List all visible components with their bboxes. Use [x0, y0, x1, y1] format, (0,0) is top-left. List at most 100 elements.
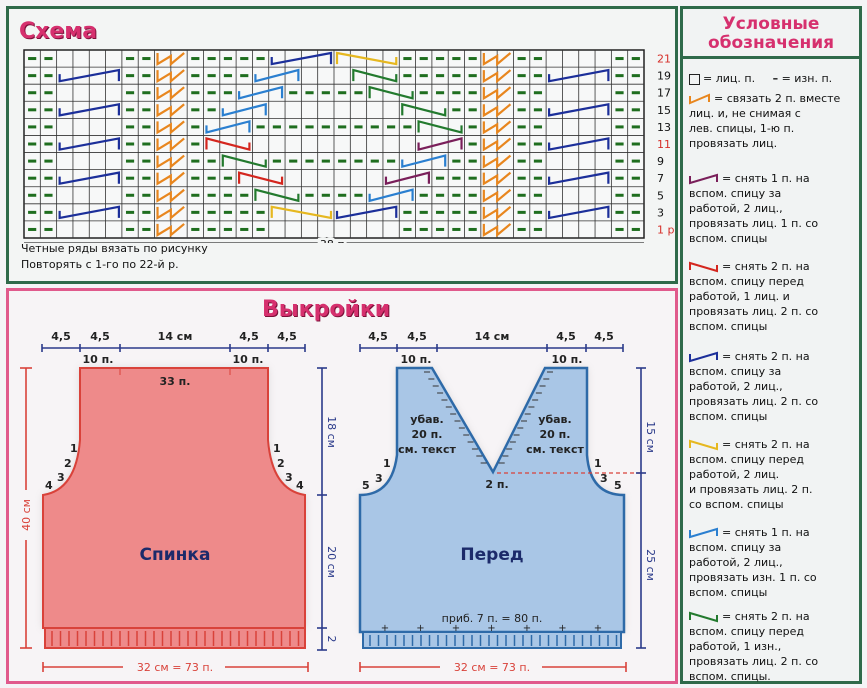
front-bottom-dimension	[359, 662, 627, 672]
purl-stitch	[468, 91, 477, 95]
purl-stitch	[142, 108, 151, 112]
purl-stitch	[44, 142, 53, 146]
cable-symbol-icon	[689, 439, 718, 451]
purl-stitch	[631, 159, 640, 163]
purl-stitch	[191, 91, 200, 95]
purl-stitch	[435, 57, 445, 61]
back-shoulder-right: 10 п.	[233, 353, 264, 366]
purl-stitch	[419, 227, 428, 231]
purl-dash-icon: –	[772, 72, 779, 85]
legend-knit-text: = лиц. п.	[703, 72, 756, 85]
cable-symbol	[482, 154, 512, 169]
back-neck: 33 п.	[160, 375, 191, 388]
purl-stitch	[533, 57, 543, 61]
purl-stitch	[517, 142, 526, 146]
row-label: 19	[657, 70, 671, 83]
purl-stitch	[533, 108, 543, 112]
legend-item: = связать 2 п. вместе лиц. и, не снимая …	[689, 91, 857, 151]
purl-stitch	[44, 227, 53, 231]
legend-title: Условные обозначения	[683, 9, 859, 59]
back-bottom-dimension	[42, 662, 309, 672]
purl-stitch	[403, 57, 412, 61]
cable-symbol	[352, 68, 398, 83]
purl-stitch	[370, 125, 379, 129]
purl-stitch	[387, 125, 396, 129]
purl-stitch	[28, 193, 37, 197]
back-label: Спинка	[140, 545, 211, 565]
purl-stitch	[615, 227, 624, 231]
legend-item: = снять 2 п. на вспом. спицу перед работ…	[689, 609, 857, 684]
front-height-neck: 15 см	[644, 421, 657, 453]
purl-stitch	[207, 159, 216, 163]
purl-stitch	[321, 91, 330, 95]
back-armhole-left-3: 3	[57, 471, 65, 484]
purl-stitch	[435, 91, 445, 95]
purl-stitch	[615, 142, 624, 146]
cable-symbol	[156, 137, 185, 152]
purl-stitch	[44, 125, 53, 129]
purl-stitch	[338, 159, 347, 163]
purl-stitch	[435, 227, 445, 231]
purl-stitch	[631, 91, 640, 95]
purl-stitch	[631, 142, 640, 146]
row-label: 7	[657, 172, 664, 185]
front-armhole-right-5: 5	[614, 479, 622, 492]
purl-stitch	[207, 227, 216, 231]
purl-stitch	[44, 91, 53, 95]
cable-symbol	[238, 171, 284, 186]
cable-symbol	[482, 188, 512, 204]
cable-symbol	[368, 85, 414, 100]
purl-stitch	[517, 227, 526, 231]
legend-item-text: = снять 2 п. на вспом. спицу перед работ…	[689, 260, 819, 333]
cable-symbol	[482, 223, 512, 238]
increase-plus: +	[452, 623, 460, 634]
back-width-1: 4,5	[51, 330, 71, 343]
legend-item: = снять 2 п. на вспом. спицу за работой,…	[689, 349, 857, 424]
legend-purl-text: = изн. п.	[781, 72, 833, 85]
row-label: 1 р.	[657, 223, 675, 236]
purl-stitch	[419, 57, 428, 61]
purl-stitch	[256, 210, 265, 214]
front-armhole-left-5: 5	[362, 479, 370, 492]
cable-symbol	[238, 85, 284, 100]
purl-stitch	[142, 227, 151, 231]
legend-title-line1: Условные	[722, 14, 820, 34]
front-armhole-right-3: 3	[600, 472, 608, 485]
purl-stitch	[354, 193, 363, 197]
purl-stitch	[631, 125, 640, 129]
purl-stitch	[435, 176, 445, 180]
purl-stitch	[125, 176, 135, 180]
cable-symbol	[156, 103, 185, 118]
row-label: 11	[657, 138, 671, 151]
purl-stitch	[631, 210, 640, 214]
purl-stitch	[338, 125, 347, 129]
purl-stitch	[615, 91, 624, 95]
purl-stitch	[452, 159, 461, 163]
cable-symbol	[482, 52, 512, 67]
purl-stitch	[142, 57, 151, 61]
purl-stitch	[272, 125, 281, 129]
purl-stitch	[419, 91, 428, 95]
row-label: 5	[657, 189, 664, 202]
front-right-dimension	[636, 367, 646, 649]
front-height-body: 25 см	[644, 549, 657, 581]
cable-symbol	[335, 205, 398, 220]
legend-item: = снять 1 п. на вспом. спицу за работой,…	[689, 171, 857, 246]
purl-stitch	[191, 227, 200, 231]
purl-stitch	[191, 210, 200, 214]
purl-stitch	[631, 176, 640, 180]
cable-symbol	[205, 137, 251, 151]
back-armhole-left-1: 1	[70, 442, 78, 455]
purl-stitch	[321, 193, 330, 197]
legend-panel: Условные обозначения = лиц. п. – = изн. …	[680, 6, 862, 684]
front-increase: приб. 7 п. = 80 п.	[442, 612, 543, 625]
front-label: Перед	[460, 545, 523, 565]
purl-stitch	[191, 193, 200, 197]
purl-stitch	[517, 210, 526, 214]
purl-stitch	[517, 125, 526, 129]
cable-symbol	[58, 171, 120, 186]
purl-stitch	[468, 74, 477, 78]
row-label: 17	[657, 87, 671, 100]
